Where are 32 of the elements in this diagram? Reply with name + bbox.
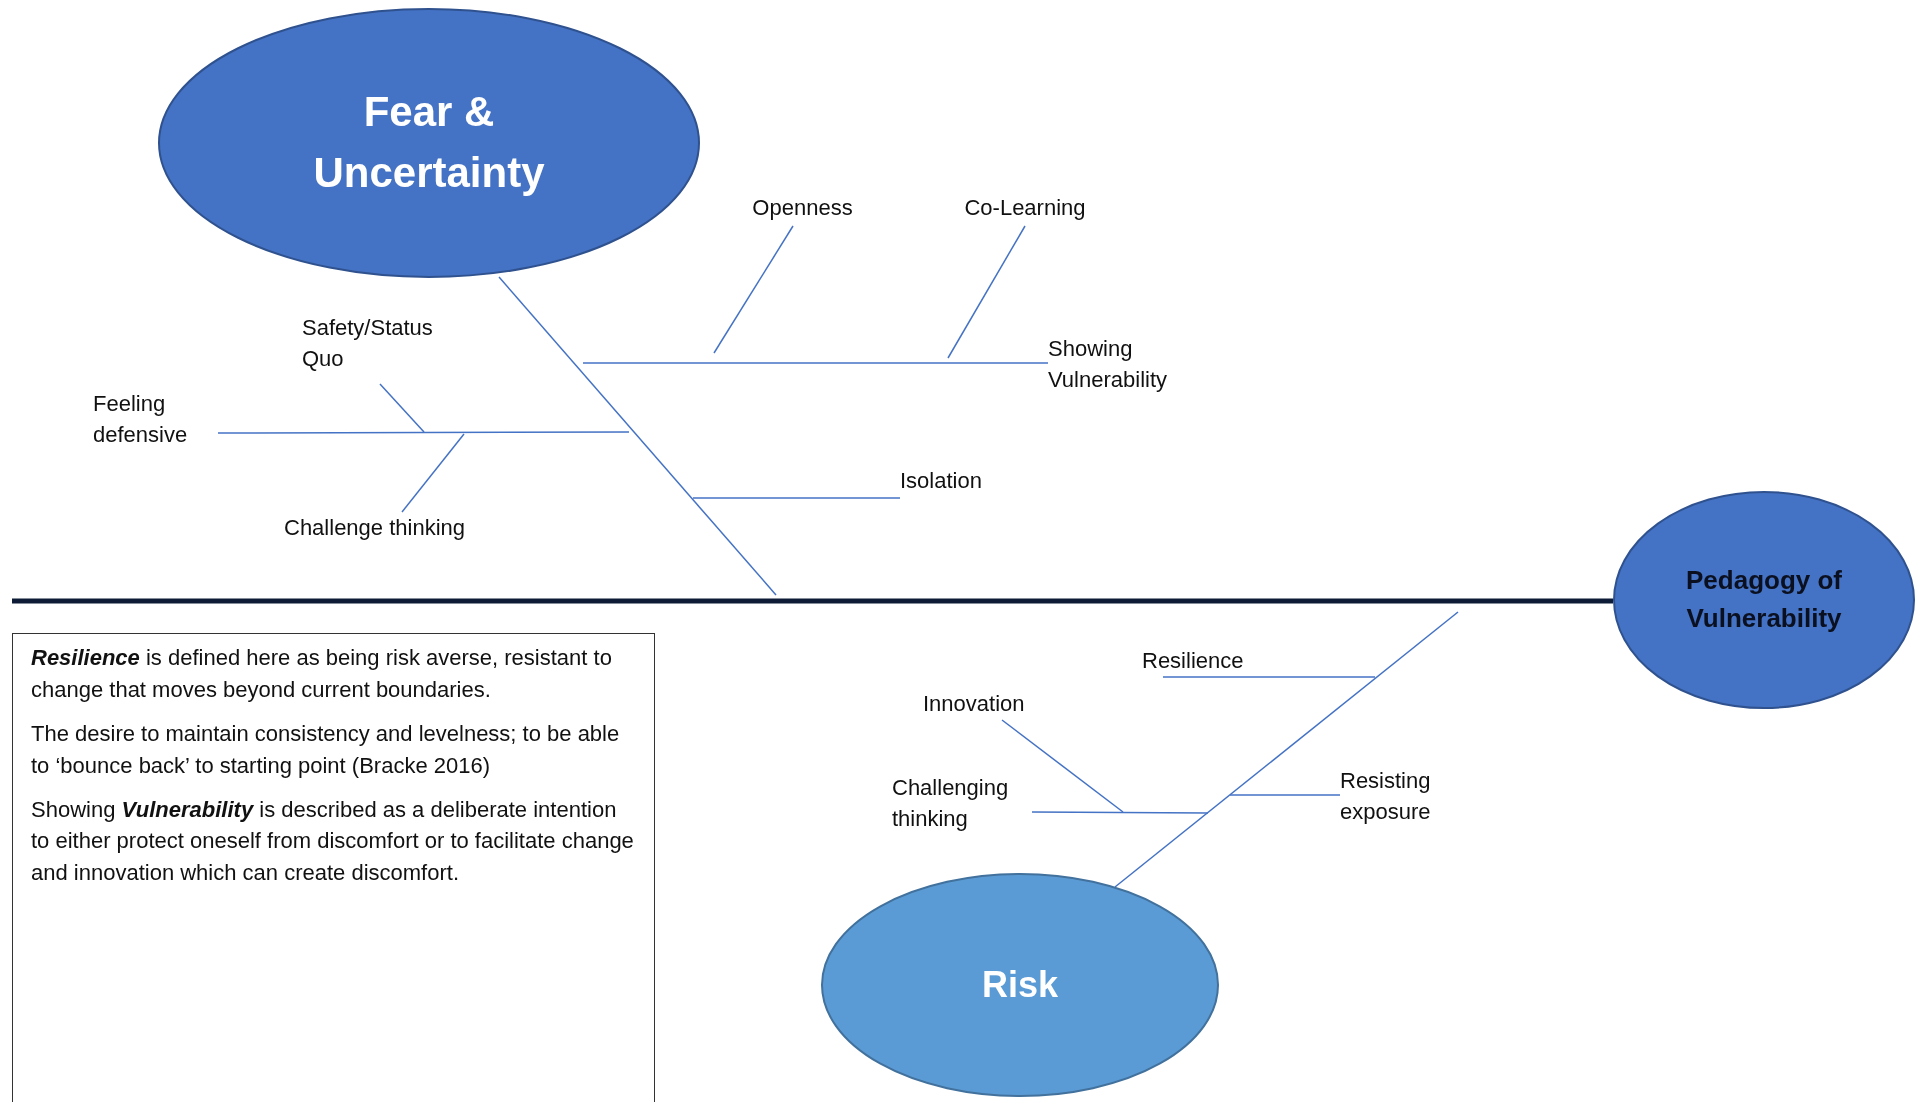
- note-paragraph: Showing Vulnerability is described as a deliberate intention to either protect oneself from discomfort or to facilitate change and innovation which can create discomfort.: [31, 795, 635, 888]
- bone-label: Resisting exposure: [1340, 765, 1460, 837]
- note-box: [12, 633, 655, 1102]
- bone-label: Innovation: [923, 688, 1053, 720]
- bone-line: [498, 276, 777, 596]
- bone-line: [947, 225, 1026, 359]
- note-paragraph: The desire to maintain consistency and levelness; to be able to ‘bounce back’ to starting point (Bracke 2016): [31, 719, 621, 780]
- bone-label: Challenging thinking: [892, 772, 1032, 844]
- bone-line: [1114, 611, 1459, 888]
- bone-label: Isolation: [900, 465, 1000, 497]
- bone-label: Showing Vulnerability: [1048, 333, 1208, 405]
- bone-line: [692, 497, 901, 499]
- topic-label: Risk: [981, 962, 1058, 1007]
- bone-line: [1031, 811, 1209, 814]
- note-paragraph: Resilience is defined here as being risk averse, resistant to change that moves beyond current boundaries.: [31, 644, 613, 704]
- bone-line: [713, 225, 794, 354]
- bone-line: [1001, 719, 1124, 813]
- spine-line: [12, 598, 1613, 604]
- bone-label: Openness: [740, 192, 865, 226]
- bone-line: [1229, 794, 1341, 796]
- bone-label: Co-Learning: [950, 192, 1100, 226]
- bone-line: [1162, 676, 1376, 678]
- topic-label: Fear & Uncertainty: [312, 87, 546, 198]
- bone-label: Safety/Status Quo: [302, 312, 462, 384]
- bone-line: [582, 362, 1049, 364]
- bone-line: [217, 431, 630, 434]
- topic-label: Pedagogy of Vulnerability: [1685, 564, 1843, 635]
- bone-label: Challenge thinking: [284, 512, 514, 546]
- bone-line: [379, 383, 425, 433]
- bone-label: Feeling defensive: [93, 388, 218, 460]
- bone-label: Resilience: [1142, 645, 1267, 677]
- bone-line: [401, 433, 465, 513]
